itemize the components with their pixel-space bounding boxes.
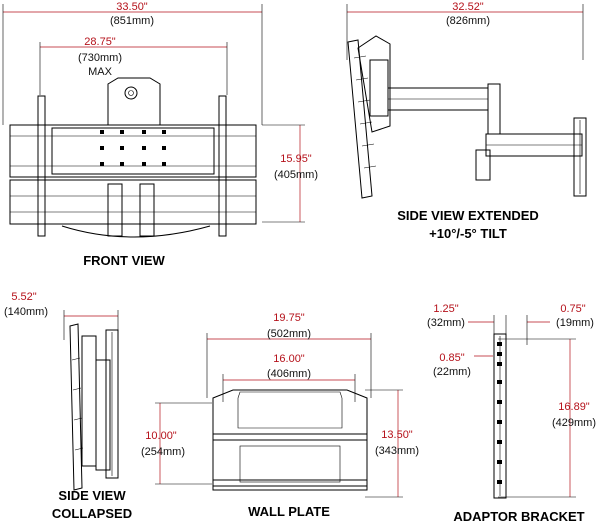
side-extended-caption-line2: +10°/-5° TILT (429, 226, 507, 241)
front-mount-drawing (9, 77, 257, 238)
plate-inner-width-inches: 16.00" (273, 353, 305, 365)
plate-inner-height-inches: 10.00" (145, 430, 177, 442)
front-top-cap (107, 77, 161, 126)
front-max-label: MAX (88, 66, 113, 78)
side-tilt-head (357, 35, 391, 133)
bracket-height-mm: (429mm) (552, 417, 596, 429)
front-view-caption: FRONT VIEW (83, 253, 165, 268)
bracket-height-inches: 16.89" (558, 401, 590, 413)
collapsed-wall-plate (105, 329, 119, 479)
plate-outline (212, 389, 368, 491)
side-view-collapsed: 5.52" (140mm) SIDE VIEW COLLAPSED (4, 291, 132, 521)
side-view-extended: 32.52" (826mm) SIDE VIEW EXTENDED +10°/-… (346, 1, 587, 241)
collapsed-depth-mm: (140mm) (4, 306, 48, 318)
bracket-offset-b-inches: 0.75" (560, 303, 585, 315)
front-max-inches: 28.75" (84, 36, 116, 48)
side-depth-inches: 32.52" (452, 1, 484, 13)
wall-plate: 19.75" (502mm) 16.00" (406mm) 10.00" (25… (141, 312, 419, 519)
collapsed-panel (69, 323, 83, 491)
bracket-spacing-mm: (22mm) (433, 366, 471, 378)
front-width-mm: (851mm) (110, 15, 154, 27)
front-arm-assembly (9, 179, 257, 225)
front-width-inches: 33.50" (116, 1, 148, 13)
bracket-body (493, 333, 507, 499)
side-extended-drawing (347, 35, 587, 199)
front-view: 33.50" (851mm) 28.75" (730mm) MAX 15.95"… (2, 1, 318, 268)
collapsed-caption-line1: SIDE VIEW (58, 488, 126, 503)
collapsed-drawing (69, 323, 119, 491)
bracket-offset-a-mm: (32mm) (427, 317, 465, 329)
plate-inner-height-mm: (254mm) (141, 446, 185, 458)
side-wall-plate (573, 117, 587, 197)
plate-width-inches: 19.75" (273, 312, 305, 324)
side-extended-caption-line1: SIDE VIEW EXTENDED (397, 208, 539, 223)
bracket-offset-a-inches: 1.25" (433, 303, 458, 315)
wall-plate-caption: WALL PLATE (248, 504, 330, 519)
bracket-offset-b-mm: (19mm) (556, 317, 594, 329)
collapsed-depth-inches: 5.52" (11, 291, 36, 303)
side-depth-mm: (826mm) (446, 15, 490, 27)
plate-height-inches: 13.50" (381, 429, 413, 441)
side-tilted-panel (347, 39, 373, 199)
collapsed-caption-line2: COLLAPSED (52, 506, 132, 521)
adaptor-bracket-drawing (493, 333, 507, 499)
plate-inner-width-mm: (406mm) (267, 368, 311, 380)
plate-width-mm: (502mm) (267, 328, 311, 340)
front-max-mm: (730mm) (78, 52, 122, 64)
bracket-spacing-inches: 0.85" (439, 352, 464, 364)
front-height-mm: (405mm) (274, 169, 318, 181)
wall-plate-drawing (212, 389, 368, 491)
adaptor-bracket-caption: ADAPTOR BRACKET (453, 509, 584, 524)
adaptor-bracket: 1.25" (32mm) 0.75" (19mm) 0.85" (22mm) 1… (427, 303, 596, 524)
plate-height-mm: (343mm) (375, 445, 419, 457)
front-height-inches: 15.95" (280, 153, 312, 165)
front-plate (9, 124, 257, 178)
